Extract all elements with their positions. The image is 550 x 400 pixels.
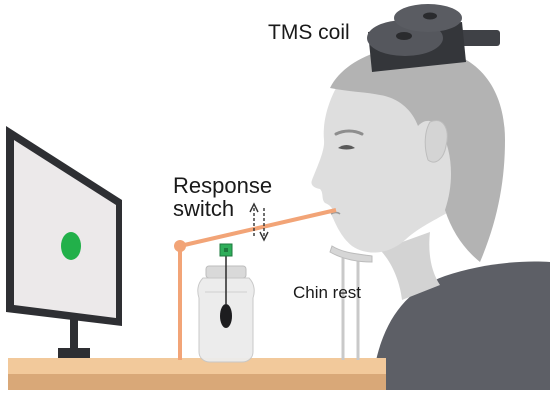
- response-switch-label: Response switch: [173, 174, 272, 220]
- desk-top: [8, 358, 386, 374]
- chin-rest-icon: [329, 245, 373, 360]
- jar-button: [220, 304, 232, 328]
- monitor-neck: [70, 318, 78, 350]
- switch-icon: [219, 243, 233, 257]
- target-dot-icon: [61, 232, 81, 260]
- monitor-screen: [14, 140, 116, 318]
- person-icon: [311, 46, 550, 390]
- response-switch-label-line1: Response: [173, 173, 273, 198]
- double-arrow-icon: [249, 202, 269, 242]
- jar-icon: [197, 254, 255, 363]
- pivot-joint: [174, 240, 186, 252]
- monitor-icon: [6, 126, 122, 358]
- desk: [8, 358, 386, 390]
- desk-front: [8, 374, 386, 390]
- response-switch-label-line2: switch: [173, 196, 235, 222]
- monitor-base: [58, 348, 90, 358]
- tms-coil-label: TMS coil: [268, 21, 350, 44]
- chin-rest-label: Chin rest: [293, 283, 362, 302]
- hair: [330, 46, 505, 262]
- neck: [380, 232, 440, 300]
- coil-icon: [367, 4, 500, 72]
- ear: [424, 120, 448, 163]
- response-bar: [178, 208, 337, 360]
